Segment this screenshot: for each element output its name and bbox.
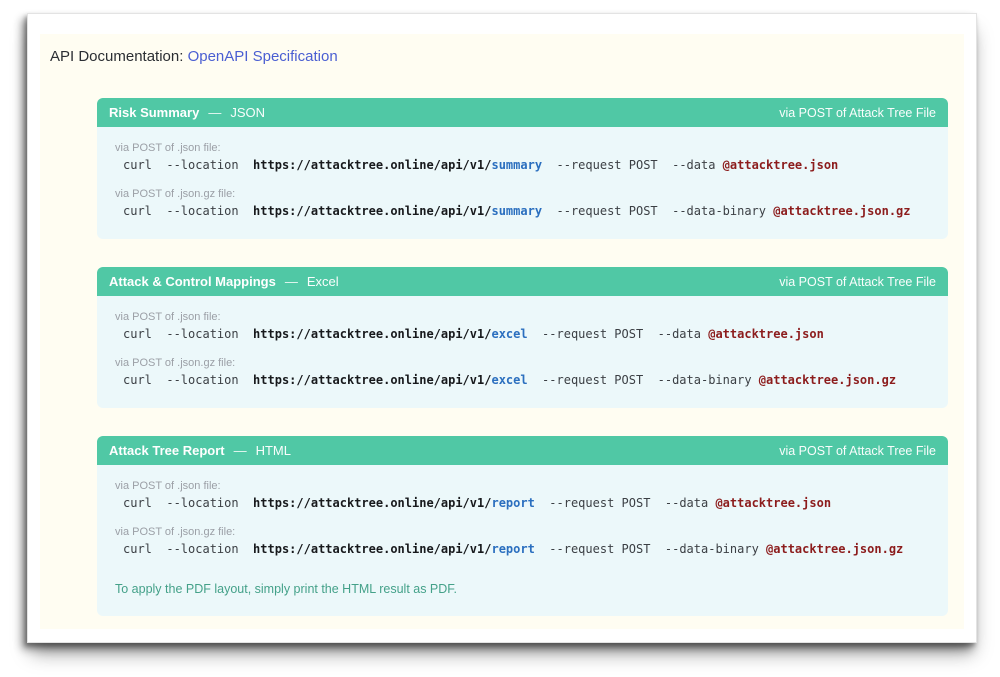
command-label: via POST of .json.gz file:: [115, 357, 236, 369]
curl-command: curl --location https://attacktree.onlin…: [123, 542, 948, 557]
curl-command: curl --location https://attacktree.onlin…: [123, 204, 948, 219]
curl-endpoint: excel: [491, 373, 528, 387]
curl-command: curl --location https://attacktree.onlin…: [123, 327, 948, 342]
curl-url-base: https://attacktree.online/api/v1/: [253, 158, 492, 172]
curl-file-arg: @attacktree.json: [715, 496, 832, 510]
section-attack-tree-report: Attack Tree Report — HTML via POST of At…: [97, 436, 948, 616]
curl-file-arg: @attacktree.json.gz: [758, 373, 897, 387]
curl-endpoint: summary: [491, 158, 543, 172]
curl-prefix: curl --location: [123, 496, 254, 510]
command-label: via POST of .json.gz file:: [115, 526, 236, 538]
content-panel: API Documentation: OpenAPI Specification…: [40, 34, 964, 629]
section-title: Attack & Control Mappings: [109, 274, 276, 289]
section-format: HTML: [255, 443, 291, 458]
curl-endpoint: report: [491, 542, 535, 556]
curl-file-arg: @attacktree.json: [708, 327, 824, 341]
command-label: via POST of .json file:: [115, 142, 221, 154]
curl-url-base: https://attacktree.online/api/v1/: [253, 204, 492, 218]
section-format: JSON: [230, 105, 265, 120]
section-dash: —: [284, 274, 298, 289]
curl-url-base: https://attacktree.online/api/v1/: [253, 496, 492, 510]
curl-url-base: https://attacktree.online/api/v1/: [253, 327, 492, 341]
section-body: via POST of .json file: curl --location …: [97, 465, 948, 616]
curl-file-arg: @attacktree.json.gz: [773, 204, 911, 218]
curl-flags: --request POST --data: [542, 158, 723, 172]
section-title: Attack Tree Report: [109, 443, 225, 458]
section-body: via POST of .json file: curl --location …: [97, 127, 948, 239]
curl-prefix: curl --location: [123, 327, 254, 341]
curl-flags: --request POST --data-binary: [534, 542, 767, 556]
curl-prefix: curl --location: [123, 158, 254, 172]
section-badge: via POST of Attack Tree File: [779, 274, 936, 289]
sections-container: Risk Summary — JSON via POST of Attack T…: [97, 98, 948, 616]
curl-file-arg: @attacktree.json.gz: [766, 542, 904, 556]
section-dash: —: [208, 105, 222, 120]
curl-prefix: curl --location: [123, 204, 254, 218]
section-badge: via POST of Attack Tree File: [779, 105, 936, 120]
curl-flags: --request POST --data-binary: [542, 204, 774, 218]
command-label: via POST of .json file:: [115, 480, 221, 492]
command-label: via POST of .json.gz file:: [115, 188, 236, 200]
section-badge: via POST of Attack Tree File: [779, 443, 936, 458]
curl-file-arg: @attacktree.json: [722, 158, 839, 172]
curl-flags: --request POST --data: [527, 327, 709, 341]
section-dash: —: [233, 443, 247, 458]
curl-flags: --request POST --data-binary: [527, 373, 759, 387]
curl-flags: --request POST --data: [534, 496, 716, 510]
curl-prefix: curl --location: [123, 542, 254, 556]
section-format: Excel: [306, 274, 339, 289]
curl-prefix: curl --location: [123, 373, 254, 387]
section-title: Risk Summary: [109, 105, 200, 120]
section-attack-control-mappings: Attack & Control Mappings — Excel via PO…: [97, 267, 948, 408]
curl-endpoint: report: [491, 496, 535, 510]
command-label: via POST of .json file:: [115, 311, 221, 323]
page-title: API Documentation: OpenAPI Specification: [50, 48, 964, 65]
section-header: Risk Summary — JSON via POST of Attack T…: [97, 98, 948, 127]
openapi-spec-link[interactable]: OpenAPI Specification: [187, 48, 338, 65]
section-body: via POST of .json file: curl --location …: [97, 296, 948, 408]
section-header-left: Attack & Control Mappings — Excel: [109, 274, 339, 289]
curl-command: curl --location https://attacktree.onlin…: [123, 496, 948, 511]
section-header: Attack & Control Mappings — Excel via PO…: [97, 267, 948, 296]
section-header-left: Attack Tree Report — HTML: [109, 443, 291, 458]
document-card: API Documentation: OpenAPI Specification…: [27, 13, 977, 643]
section-header-left: Risk Summary — JSON: [109, 105, 265, 120]
pdf-layout-note: To apply the PDF layout, simply print th…: [115, 582, 458, 596]
curl-endpoint: summary: [491, 204, 543, 218]
section-header: Attack Tree Report — HTML via POST of At…: [97, 436, 948, 465]
page-title-text: API Documentation:: [50, 48, 188, 65]
curl-command: curl --location https://attacktree.onlin…: [123, 158, 948, 173]
curl-endpoint: excel: [491, 327, 528, 341]
curl-url-base: https://attacktree.online/api/v1/: [253, 542, 492, 556]
section-risk-summary: Risk Summary — JSON via POST of Attack T…: [97, 98, 948, 239]
curl-command: curl --location https://attacktree.onlin…: [123, 373, 948, 388]
curl-url-base: https://attacktree.online/api/v1/: [253, 373, 492, 387]
